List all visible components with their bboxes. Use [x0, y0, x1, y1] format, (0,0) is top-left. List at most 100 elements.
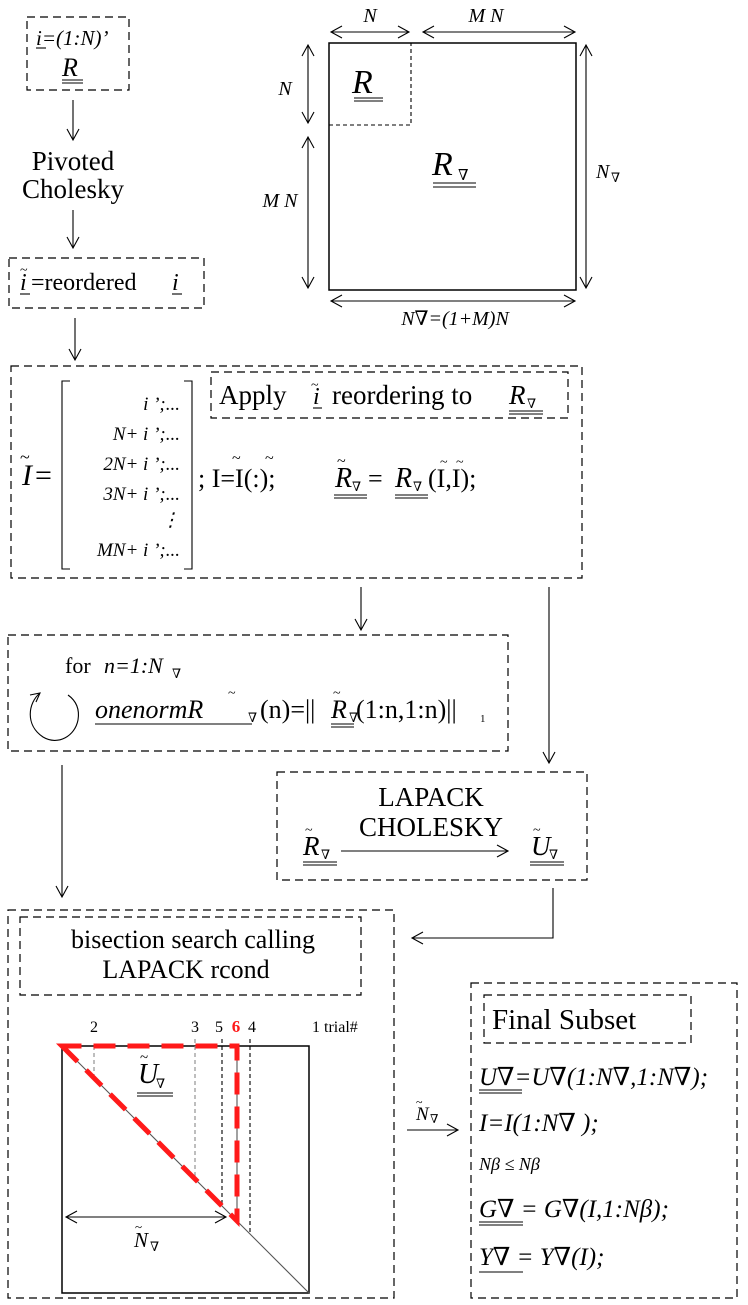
svg-text:~: ~ [311, 378, 319, 393]
R-tilde-nabla: R [330, 695, 347, 724]
trial-label: 2 [90, 1019, 98, 1036]
reordered-text: =reordered [31, 270, 136, 296]
onenorm-loop-box: for n=1:N ∇ onenormR ~ ∇ (n)=|| R ~ ∇ (1… [7, 634, 509, 752]
U-tilde-nabla: U [138, 1059, 160, 1090]
onenorm-args: (1:n,1:n)|| [356, 695, 457, 724]
bracket-right [184, 380, 193, 570]
dim-label-N-right: N [595, 161, 611, 183]
svg-text:~: ~ [456, 455, 464, 470]
bisection-title-box [19, 916, 362, 996]
reorder-box: i ~ =reordered i [8, 257, 205, 309]
bisection-title-line2: LAPACK rcond [102, 955, 269, 984]
onenorm-eq: (n)=|| [260, 695, 315, 724]
trial-label-header: 1 trial# [312, 1019, 358, 1036]
nabla-sub: ∇ [611, 170, 620, 185]
index-vector-def: i=(1:N)’ [36, 26, 109, 50]
index-matrix-row: i ’;... [143, 394, 180, 415]
cholesky-label: CHOLESKY [359, 812, 503, 842]
final-line-U: U∇=U∇(1:N∇,1:N∇); [479, 1064, 708, 1091]
N-tilde-label: N [133, 1228, 149, 1252]
norm-sub: 1 [480, 713, 486, 725]
nabla-sub: ∇ [413, 479, 422, 494]
trial-label: 4 [248, 1019, 256, 1036]
reorder-box-border [8, 257, 205, 309]
i-vector: i [172, 270, 179, 296]
nabla-sub: ∇ [172, 666, 181, 681]
selected-submatrix [55, 1043, 240, 1228]
lapack-box-border [276, 771, 588, 881]
cholesky-label: Cholesky [22, 174, 125, 204]
final-line-G: G∇ = G∇(I,1:Nβ); [479, 1196, 669, 1223]
svg-text:~: ~ [440, 455, 448, 470]
dim-label-MN-top: M N [468, 5, 506, 27]
nabla-sub: ∇ [527, 396, 536, 411]
apply-title-mid: reordering to [332, 380, 472, 410]
final-subset-box: Final Subset U∇=U∇(1:N∇,1:N∇); I=I(1:N∇ … [470, 982, 738, 1299]
index-matrix-row: N+ i ’;... [112, 424, 180, 445]
svg-text:~: ~ [135, 1219, 142, 1234]
matrix-figure: N M N N M N N ∇ N∇=(1+M)N R R ∇ [262, 5, 621, 330]
loop-range: n=1:N [104, 653, 164, 678]
R-matrix-label: R [61, 53, 78, 82]
index-matrix: i ’;... N+ i ’;... 2N+ i ’;... 3N+ i ’;... ⋮… [96, 394, 180, 561]
R-nabla: R [394, 463, 412, 494]
nabla-sub: ∇ [458, 168, 468, 184]
svg-text:~: ~ [533, 823, 541, 838]
reorder-args: (I,I); [428, 464, 476, 493]
nabla-sub: ∇ [549, 847, 558, 862]
equals: = [368, 464, 383, 493]
index-matrix-row: ⋮ [161, 510, 180, 531]
onenorm-box-border [7, 634, 509, 752]
index-matrix-row: 3N+ i ’;... [102, 484, 180, 505]
index-matrix-row: MN+ i ’;... [96, 540, 180, 561]
I-flatten-statement: ; I=I(:); [198, 464, 275, 493]
apply-box-border [10, 365, 583, 579]
apply-reordering-box: Apply i ~ reordering to R ∇ I ~ = i ’;..… [10, 365, 583, 579]
final-title-box [483, 994, 692, 1044]
i-tilde: i [313, 384, 320, 410]
input-box: i=(1:N)’ R [26, 16, 130, 91]
N-tilde-label: N [415, 1104, 430, 1125]
trial-label: 5 [215, 1019, 223, 1036]
svg-text:~: ~ [20, 263, 28, 278]
final-line-Nbeta: Nβ ≤ Nβ [478, 1154, 540, 1174]
apply-title-box [210, 371, 569, 419]
U-matrix-frame [61, 1045, 310, 1294]
for-keyword: for [65, 653, 91, 678]
nabla-sub: ∇ [156, 1076, 165, 1091]
bisection-title-line1: bisection search calling [71, 925, 315, 954]
svg-text:~: ~ [232, 450, 241, 467]
R-subblock [329, 43, 412, 126]
dim-label-N-left: N [277, 78, 293, 100]
svg-text:~: ~ [305, 823, 313, 838]
R-nabla: R [508, 380, 526, 410]
svg-text:~: ~ [228, 686, 236, 701]
nabla-sub: ∇ [150, 1239, 159, 1254]
final-line-Y: Y∇ = Y∇(I); [479, 1244, 604, 1271]
pivoted-label: Pivoted [32, 146, 115, 176]
bracket-left [61, 380, 70, 570]
lapack-cholesky-box: LAPACK CHOLESKY R ~ ∇ U ~ ∇ [276, 771, 588, 881]
input-box-border [26, 16, 130, 91]
bisection-box-border [7, 909, 395, 1299]
trial-labels: 2 3 5 6 4 1 trial# [90, 1017, 358, 1036]
svg-text:~: ~ [20, 447, 30, 467]
onenorm-label: onenormR [95, 695, 203, 724]
I-tilde-label: I [21, 459, 34, 492]
transfer-arrow: N ~ ∇ [407, 1095, 460, 1137]
dim-label-MN-left: M N [262, 190, 300, 212]
final-line-I: I=I(1:N∇ ); [478, 1110, 599, 1137]
svg-text:~: ~ [265, 450, 274, 467]
R-tilde-nabla: R [302, 831, 320, 861]
index-matrix-row: 2N+ i ’;... [103, 454, 180, 475]
apply-title: Apply [219, 380, 287, 410]
arrow-lapack-to-bisection [410, 888, 554, 945]
i-tilde: i [20, 270, 27, 296]
equals: = [35, 459, 52, 492]
final-subset-title: Final Subset [492, 1004, 636, 1036]
U-tilde-nabla: U [531, 831, 552, 861]
trial-label: 3 [191, 1019, 199, 1036]
bisection-box: bisection search calling LAPACK rcond 2 … [7, 909, 395, 1299]
nabla-sub: ∇ [321, 847, 330, 862]
